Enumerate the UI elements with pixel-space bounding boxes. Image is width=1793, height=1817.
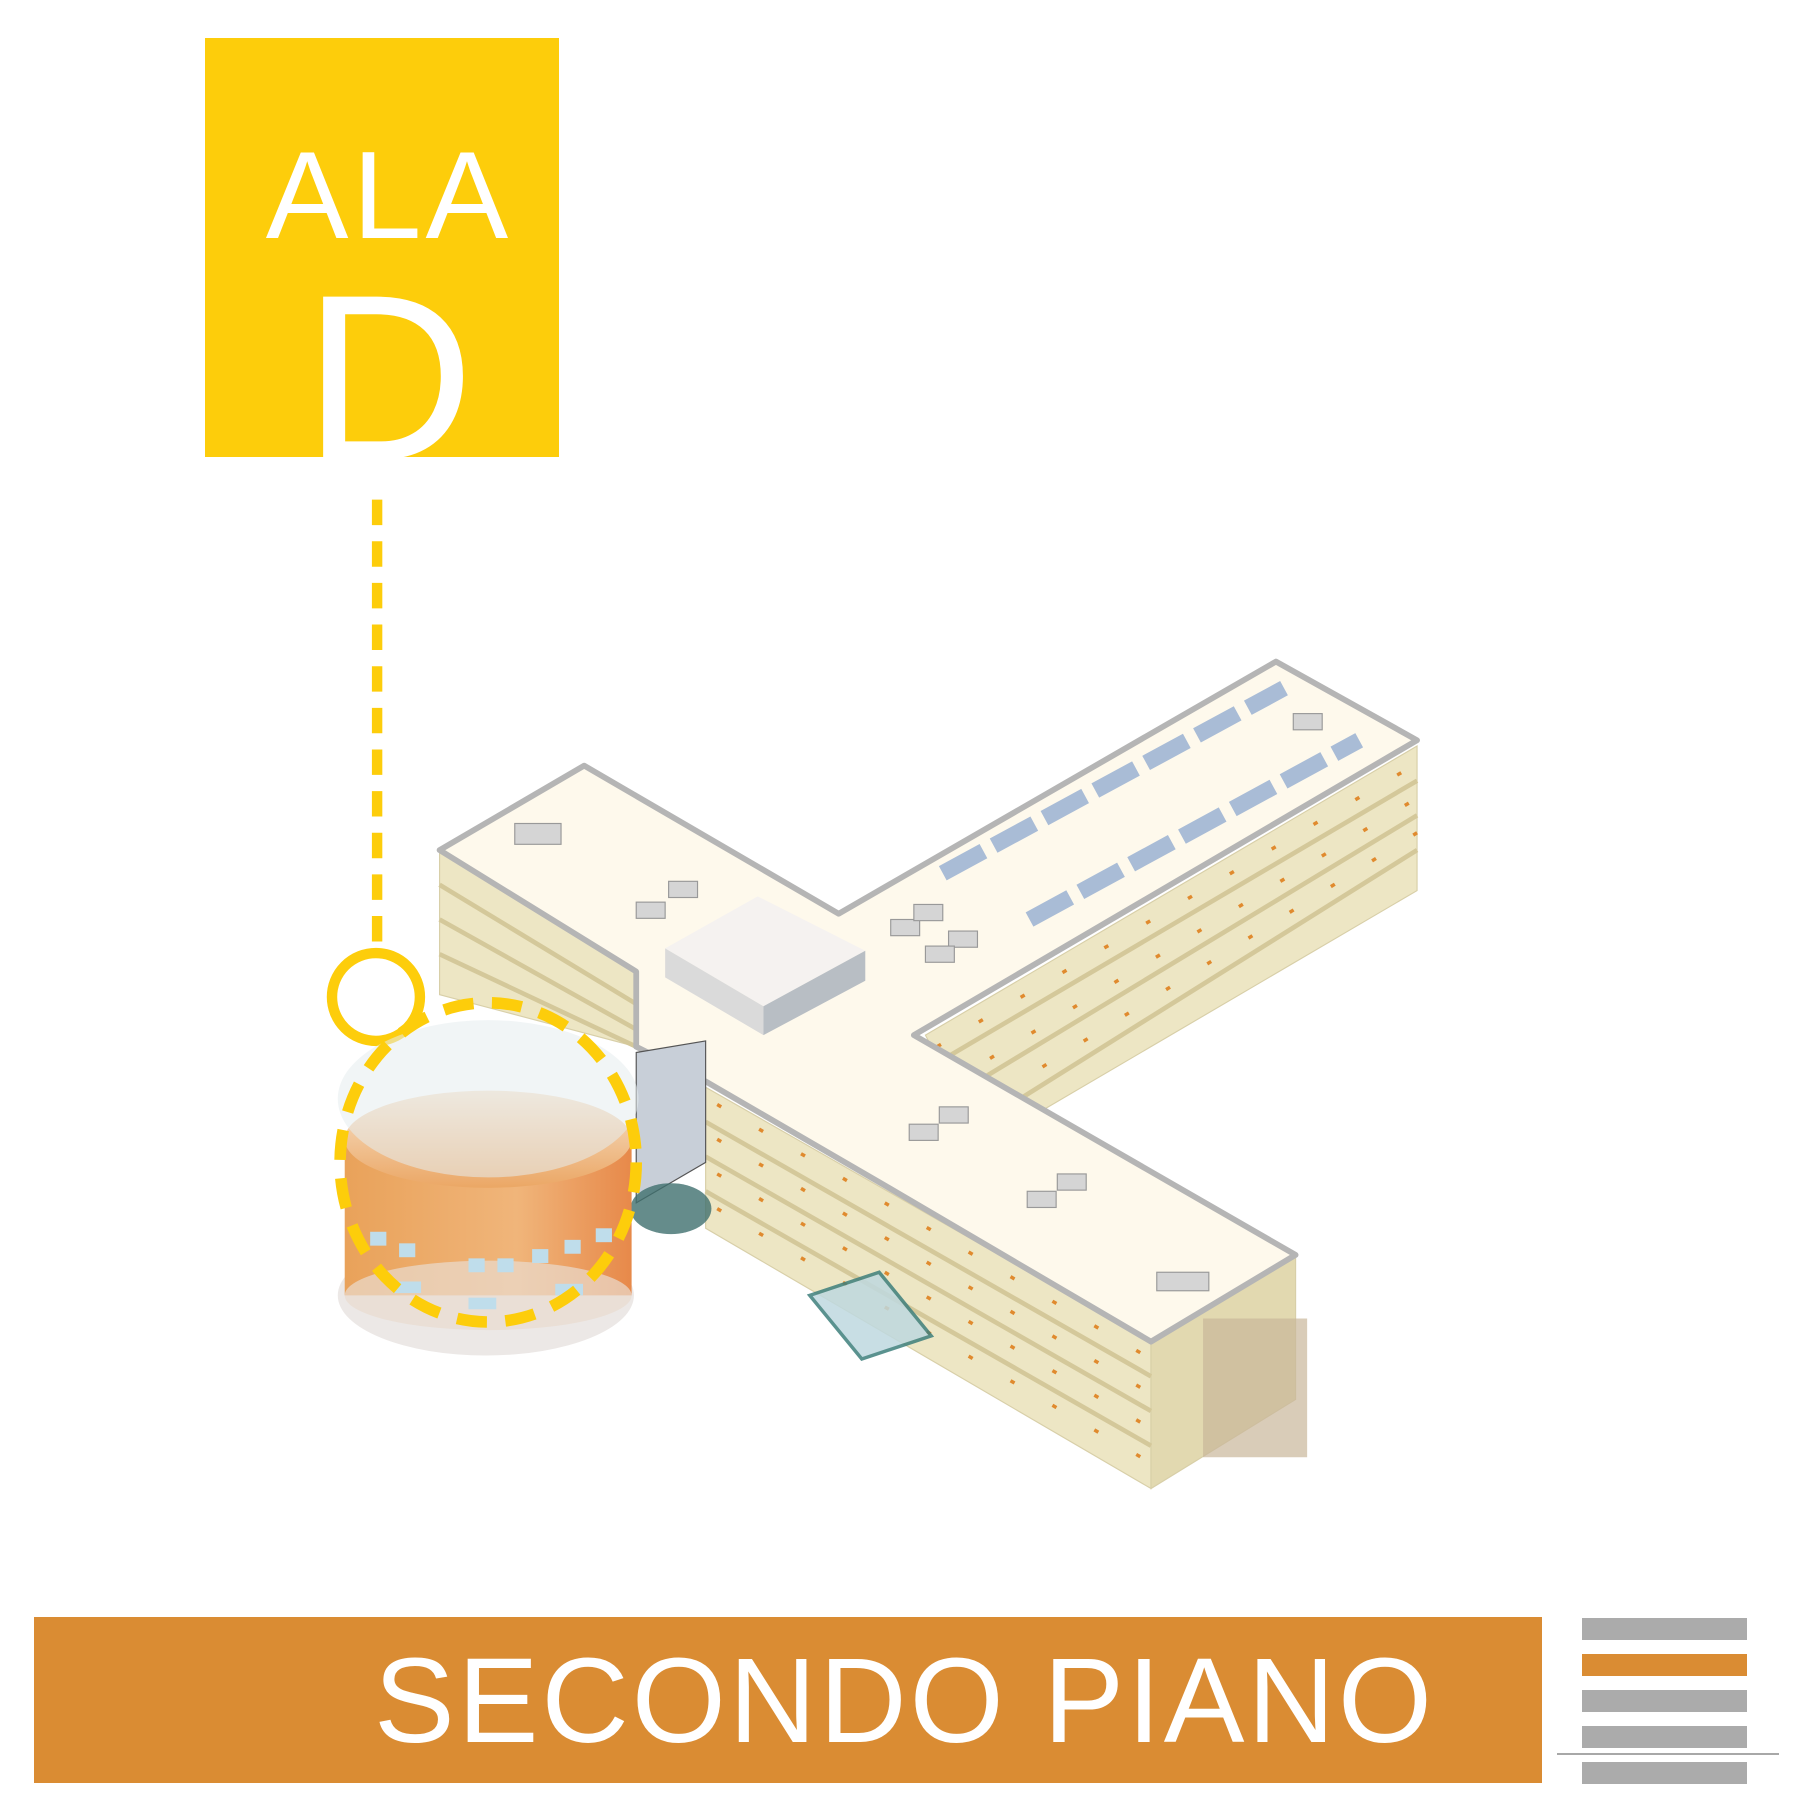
- floor-level-bar: [1582, 1618, 1747, 1640]
- wing-d-cylinder: [334, 996, 643, 1356]
- ground-line: [1557, 1753, 1779, 1755]
- wing-label-box: ALA D: [205, 38, 559, 496]
- roof-units: [514, 713, 1323, 1292]
- wing-word: ALA: [265, 127, 513, 265]
- wing-d-highlight-ring: [334, 996, 643, 1328]
- building-roof: [436, 658, 1420, 1345]
- floor-level-bar: [1582, 1762, 1747, 1784]
- floor-level-bar-active: [1582, 1654, 1747, 1676]
- central-block: [665, 896, 866, 1036]
- glass-atrium: [635, 1040, 707, 1204]
- floor-level-indicator: [1582, 1618, 1747, 1798]
- floor-banner: SECONDO PIANO: [34, 1617, 1542, 1783]
- entrance-canopy: [806, 1270, 935, 1362]
- floor-label: SECONDO PIANO: [374, 1632, 1435, 1768]
- leader-marker-circle: [326, 947, 426, 1047]
- floor-level-bar: [1582, 1690, 1747, 1712]
- wing-letter: D: [303, 246, 475, 510]
- solar-panels: [938, 681, 1364, 927]
- floor-level-bar: [1582, 1726, 1747, 1748]
